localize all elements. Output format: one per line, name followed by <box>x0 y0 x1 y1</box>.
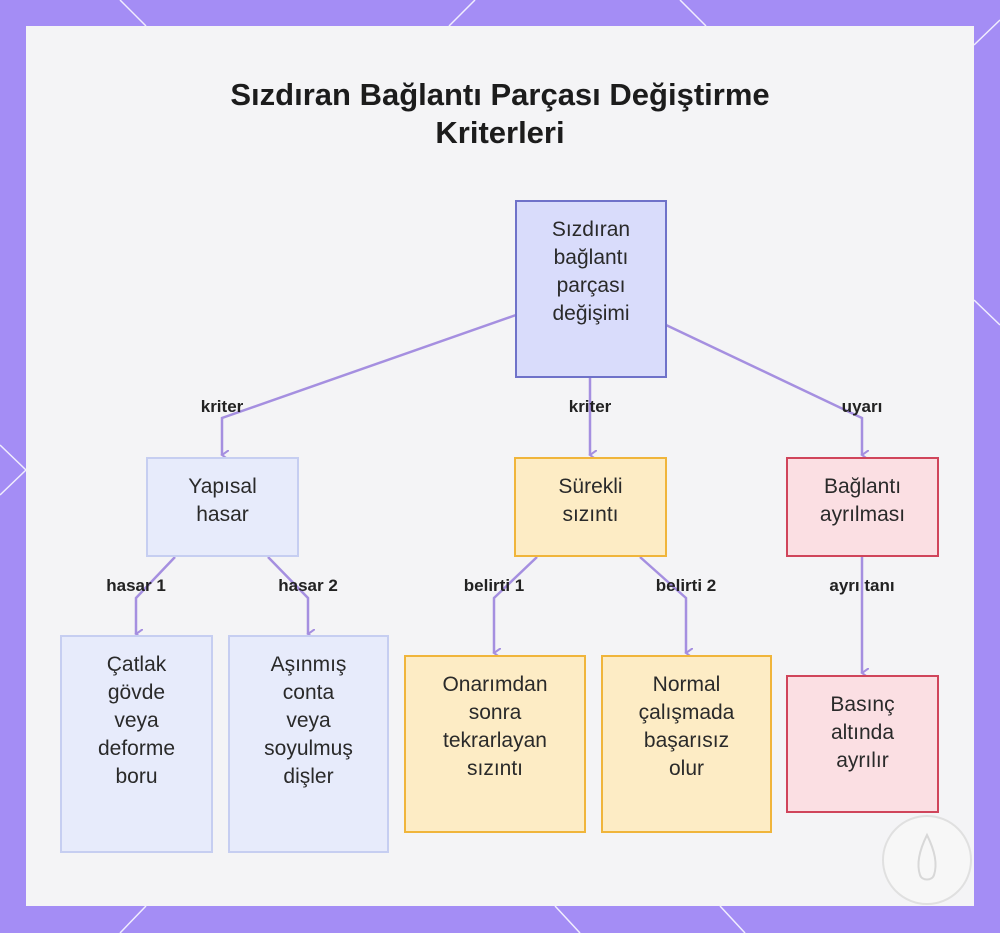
node-cracked-body: Çatlak gövde veya deforme boru <box>60 635 213 853</box>
diagram-title: Sızdıran Bağlantı Parçası Değiştirme Kri… <box>0 76 1000 152</box>
edge-structural-worn <box>267 556 308 634</box>
droplet-icon <box>917 832 937 881</box>
title-line-2: Kriterleri <box>435 115 565 150</box>
edge-label-damage-1: hasar 1 <box>106 576 166 595</box>
edge-root-structural <box>222 313 517 455</box>
edge-label-damage-2: hasar 2 <box>278 576 338 595</box>
node-root: Sızdıran bağlantı parçası değişimi <box>515 200 667 378</box>
edge-label-criterion-left: kriter <box>200 397 244 416</box>
watermark-logo <box>882 815 972 905</box>
edge-structural-cracked <box>136 556 176 634</box>
node-worn-gasket: Aşınmış conta veya soyulmuş dişler <box>228 635 389 853</box>
node-normal-failure: Normal çalışmada başarısız olur <box>601 655 772 833</box>
edge-leak-repeat <box>494 556 538 653</box>
node-continuous-leak: Sürekli sızıntı <box>514 457 667 557</box>
edge-label-warning: uyarı <box>841 397 883 416</box>
edge-root-separation <box>665 323 862 455</box>
edge-label-criterion-mid: kriter <box>568 397 612 416</box>
node-fitting-separation: Bağlantı ayrılması <box>786 457 939 557</box>
title-line-1: Sızdıran Bağlantı Parçası Değiştirme <box>230 77 770 112</box>
node-structural-damage: Yapısal hasar <box>146 457 299 557</box>
edge-leak-normal <box>639 556 686 653</box>
edge-label-symptom-1: belirti 1 <box>463 576 525 595</box>
node-repeat-leak: Onarımdan sonra tekrarlayan sızıntı <box>404 655 586 833</box>
edge-label-symptom-2: belirti 2 <box>655 576 717 595</box>
edge-label-diagnosis: ayrı tanı <box>829 576 895 595</box>
node-separates-under-pressure: Basınç altında ayrılır <box>786 675 939 813</box>
